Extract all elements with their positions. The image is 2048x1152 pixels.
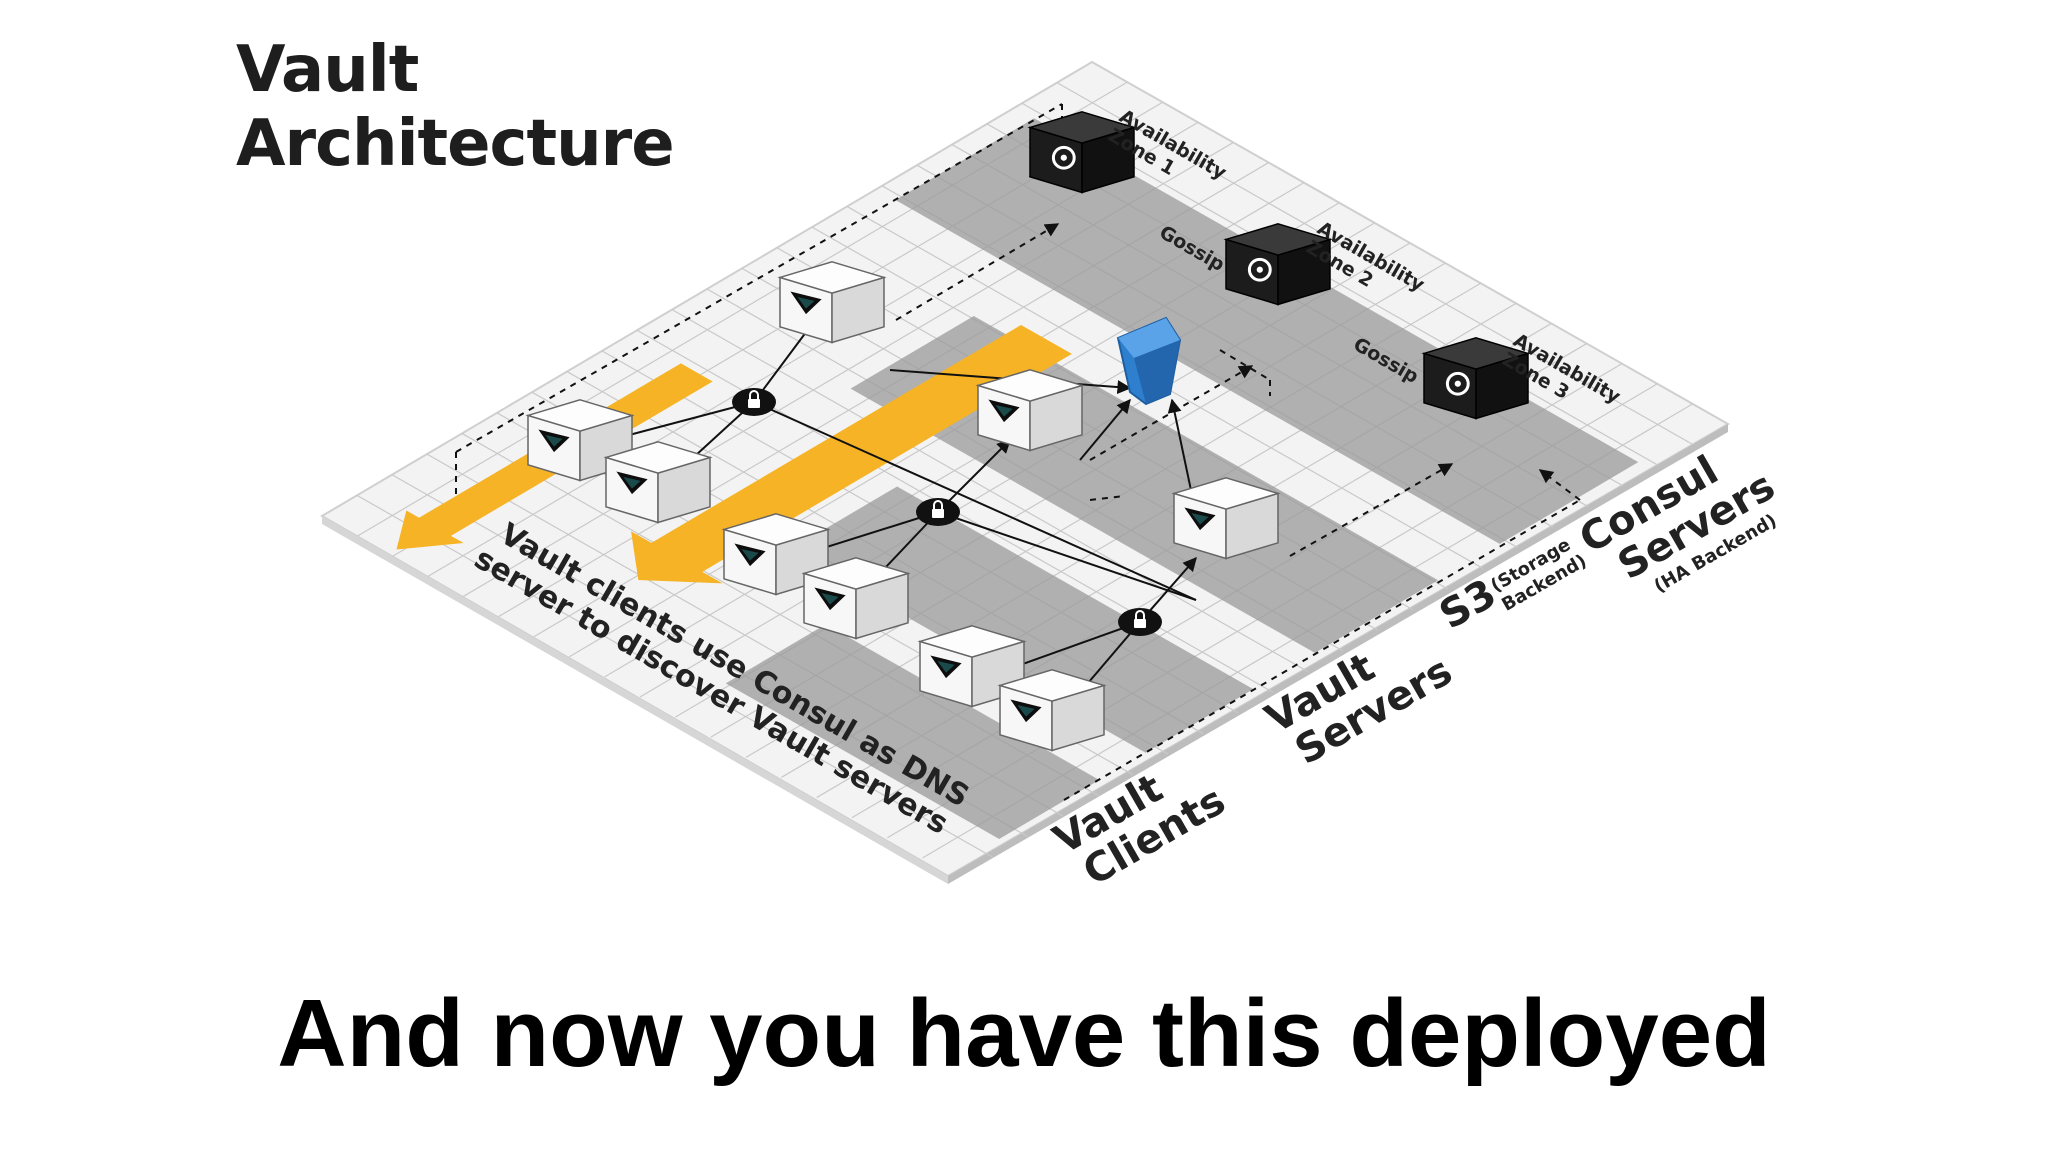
vault-server-3 [1171,477,1281,560]
grid-line [1056,82,1694,446]
lock-link [937,511,1197,601]
vault-clients-band [895,118,1639,544]
consul-server-az1 [1027,111,1137,194]
dashed-guide [1538,469,1581,501]
dashed-guide [1089,495,1125,501]
vault-icon [616,471,648,495]
lock-icon [732,388,776,416]
slide-caption: And now you have this deployed [277,980,1771,1087]
gossip-arrow-vault [631,324,1072,584]
dashed-guide [455,103,1063,453]
grid-line [356,494,994,858]
vault-server-2 [975,369,1085,452]
server-consul-link [895,223,1060,321]
consul-server-az3 [1421,337,1531,420]
server-s3-link [1079,398,1131,461]
consul-servers-band [725,624,1100,839]
server-consul-link [1089,365,1254,461]
lock-icons [732,388,1162,636]
slide-title-line-2: Architecture [236,107,675,181]
dashed-guide [1063,499,1581,801]
consul-icon [1051,145,1076,170]
vault-icon [734,543,766,567]
vault-icon [988,399,1020,423]
vault-icon [1010,699,1042,723]
client-server-link [937,439,1011,513]
node-cubes [525,111,1531,752]
vault-icon [814,587,846,611]
s3-bucket-icon [1116,316,1182,406]
vault-server-1 [777,261,887,344]
lock-link [753,401,1197,601]
consul-icon [1247,257,1272,282]
platform-edge [322,516,948,884]
vault-icon [790,291,822,315]
vault-icon [1184,507,1216,531]
slide-title-line-1: Vault [236,33,419,107]
vault-icon [538,429,570,453]
vault-client-2 [603,441,713,524]
vault-client-4 [801,557,911,640]
consul-server-az2 [1223,223,1333,306]
lock-icon [1118,608,1162,636]
vault-client-6 [997,669,1107,752]
consul-icon [1445,371,1470,396]
vault-icon [930,655,962,679]
platform-edge-right [948,424,1728,884]
s3-band [789,486,1254,753]
dashed-guide [1219,349,1271,381]
lock-icon [916,498,960,526]
